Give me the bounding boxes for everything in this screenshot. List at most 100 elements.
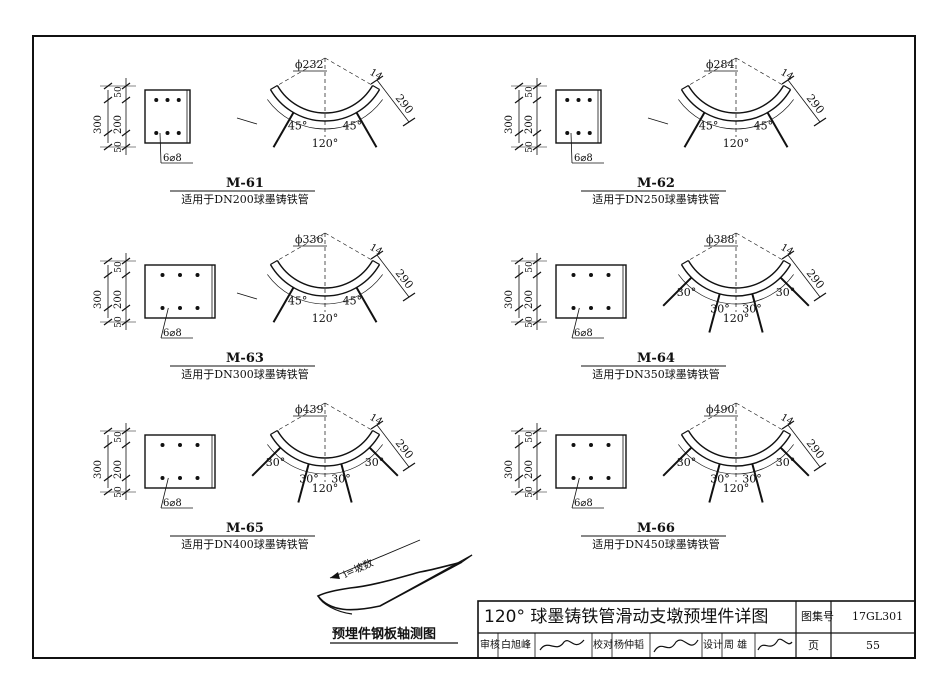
angle-label: 30° (365, 456, 385, 469)
anchor-bar (779, 446, 810, 477)
bolt-hole (160, 476, 165, 480)
dim-tick (121, 304, 131, 312)
length-label: 290 (393, 92, 416, 117)
detail-caption: 适用于DN350球墨铸铁管 (592, 367, 719, 381)
dim-tick (532, 96, 542, 104)
plate-end (270, 259, 278, 266)
dim-tick (514, 129, 524, 137)
dim-tick (121, 96, 131, 104)
bolt-hole (589, 476, 593, 480)
angle-label: 45° (754, 120, 774, 133)
angle-dim-arc (267, 274, 383, 305)
bolt-hole (565, 98, 570, 102)
bolt-hole (160, 273, 165, 277)
bolt-hole (178, 306, 182, 310)
dim-tick (514, 304, 524, 312)
dim-tick (121, 271, 131, 279)
iso-caption: 预埋件钢板轴测图 (332, 626, 436, 642)
reviewer-name: 白旭峰 (501, 640, 531, 651)
diameter-label: ϕ388 (706, 233, 735, 246)
bolt-hole (178, 273, 182, 277)
bolt-spec: 6⌀8 (163, 153, 182, 164)
dim-ext (236, 117, 258, 125)
plate-arc-inner (687, 430, 785, 459)
angle-dim-arc (267, 444, 383, 475)
bolt-hole (176, 98, 181, 102)
angle-label: 30° (710, 472, 730, 485)
dim-tick (532, 304, 542, 312)
plate-outline (144, 89, 191, 144)
detail-id: M-65 (226, 521, 264, 536)
center-angle-label: 120° (723, 137, 750, 150)
drawing-title: 120° 球墨铸铁管滑动支墩预埋件详图 (484, 607, 769, 627)
bolt-spec: 6⌀8 (574, 153, 593, 164)
bolt-hole (571, 306, 576, 310)
dim-tick (781, 75, 795, 85)
dim-tick (813, 462, 827, 472)
plate-outline (144, 434, 216, 489)
bolt-hole (154, 98, 159, 102)
dim-tick (121, 474, 131, 482)
angle-label: 30° (776, 286, 796, 299)
dim-mid: 200 (113, 115, 124, 134)
plate-end (681, 259, 689, 266)
detail-caption: 适用于DN300球墨铸铁管 (181, 367, 308, 381)
bolt-hole (195, 306, 200, 310)
atlas-label: 图集号 (801, 610, 834, 623)
plate-end (681, 429, 689, 436)
dim-tick (514, 474, 524, 482)
bolt-hole (565, 131, 570, 135)
diameter-label: ϕ232 (295, 58, 324, 71)
anchor-bar (272, 287, 295, 323)
radial-dash (735, 402, 784, 431)
dim-total: 300 (93, 460, 104, 479)
dim-tick (103, 441, 113, 449)
title-block (477, 600, 916, 659)
angle-label: 30° (331, 472, 351, 485)
bolt-hole (576, 98, 581, 102)
checker-name: 杨仲韬 (614, 640, 644, 651)
dim-tick (813, 117, 827, 127)
bolt-spec: 6⌀8 (574, 328, 593, 339)
dim-mid: 200 (113, 460, 124, 479)
dim-tick (532, 271, 542, 279)
dim-edge-bottom: 50 (114, 141, 124, 153)
anchor-bar (766, 112, 789, 148)
radial-dash (688, 232, 737, 261)
plate-end (783, 84, 791, 91)
isometric-plate-sketch: i=坡数 预埋件钢板轴测图 (316, 539, 473, 644)
bolt-hole (589, 273, 593, 277)
angle-dim-arc (267, 99, 383, 130)
bolt-hole (154, 131, 159, 135)
dim-edge-bottom: 50 (525, 316, 535, 328)
dim-tick (103, 474, 113, 482)
detail-id: M-64 (637, 351, 675, 366)
bolt-leader (571, 477, 580, 509)
bolt-hole (195, 443, 200, 447)
radial-dash (735, 232, 784, 261)
plate-outline (555, 89, 602, 144)
dim-mid: 200 (113, 290, 124, 309)
radial-dash (277, 402, 326, 431)
anchor-bar (297, 463, 310, 503)
dim-total: 300 (93, 290, 104, 309)
bolt-leader (570, 132, 573, 164)
detail-id: M-63 (226, 351, 264, 366)
center-angle-label: 120° (312, 312, 339, 325)
detail-id: M-62 (637, 176, 675, 191)
page-label: 页 (808, 639, 819, 652)
radial-dash (277, 232, 326, 261)
plate-end (372, 84, 380, 91)
anchor-bar (355, 112, 378, 148)
design-label: 设计 (703, 640, 723, 651)
dim-edge-top: 50 (525, 261, 535, 273)
anchor-bar (251, 446, 282, 477)
bolt-leader (159, 132, 162, 164)
plate-end (372, 429, 380, 436)
angle-label: 30° (710, 302, 730, 315)
bolt-leader (571, 307, 580, 339)
dim-tick (532, 441, 542, 449)
